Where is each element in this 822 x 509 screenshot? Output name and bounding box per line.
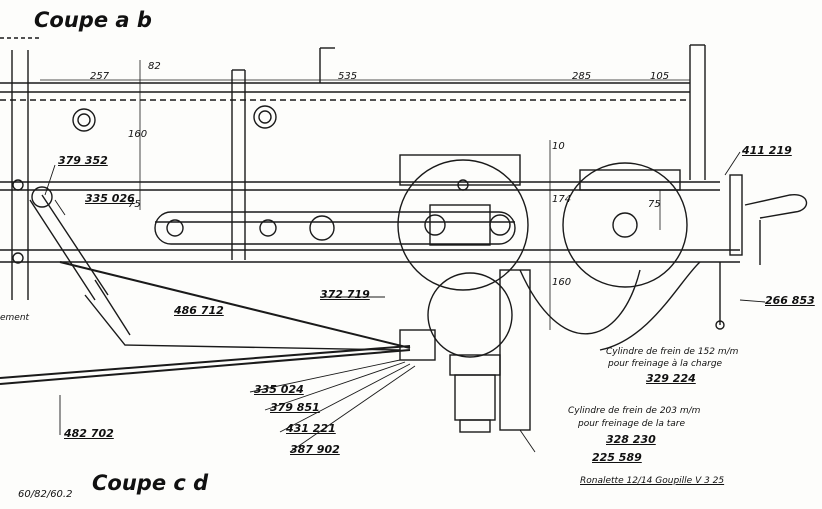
note-edge-left: ement xyxy=(0,313,30,323)
part-ref-482702: 482 702 xyxy=(64,427,114,440)
section-title-cd: Coupe c d xyxy=(92,471,209,495)
part-ref-266853: 266 853 xyxy=(765,294,815,307)
frame-holes xyxy=(12,105,277,264)
handwheel-handle xyxy=(715,174,808,330)
part-ref-486712: 486 712 xyxy=(174,304,224,317)
part-ref-379352: 379 352 xyxy=(58,154,108,167)
main-rod xyxy=(0,261,411,385)
dimension-82: 82 xyxy=(148,61,161,72)
note-cylinder-203-line2: pour freinage de la tare xyxy=(578,419,685,429)
part-ref-225589: 225 589 xyxy=(592,451,642,464)
dimension-535: 535 xyxy=(338,71,358,82)
frame-rails xyxy=(0,37,740,300)
dimension-105: 105 xyxy=(650,71,670,82)
dimension-75-left: 75 xyxy=(128,199,141,210)
part-ref-372719: 372 719 xyxy=(320,288,370,301)
dimension-lines xyxy=(40,60,690,330)
section-title-ab: Coupe a b xyxy=(34,8,152,32)
dimension-160-right: 160 xyxy=(552,277,572,288)
dimension-160-left: 160 xyxy=(128,129,148,140)
brake-linkage xyxy=(29,186,516,351)
part-ref-411219: 411 219 xyxy=(742,144,792,157)
note-cylinder-152-ref: 329 224 xyxy=(646,372,696,385)
dimension-174: 174 xyxy=(552,194,572,205)
part-ref-335024: 335 024 xyxy=(254,383,304,396)
dimension-10: 10 xyxy=(552,141,565,152)
part-ref-335026: 335 026 xyxy=(85,192,135,205)
note-cylinder-152-line1: Cylindre de frein de 152 m/m xyxy=(606,347,739,357)
footer-caption: Ronalette 12/14 Goupille V 3 25 xyxy=(580,476,725,486)
part-ref-379851: 379 851 xyxy=(270,401,320,414)
note-cylinder-203-line1: Cylindre de frein de 203 m/m xyxy=(568,406,701,416)
brake-drums xyxy=(397,154,688,291)
brake-cylinder xyxy=(399,261,701,433)
leader-lines xyxy=(44,151,766,453)
note-cylinder-203-ref: 328 230 xyxy=(606,433,656,446)
dimension-257: 257 xyxy=(90,71,110,82)
dimension-75-right: 75 xyxy=(648,199,661,210)
note-cylinder-152-line2: pour freinage à la charge xyxy=(608,359,723,369)
part-ref-387902: 387 902 xyxy=(290,443,340,456)
dimension-285: 285 xyxy=(572,71,592,82)
part-ref-431221: 431 221 xyxy=(286,422,336,435)
handwritten-number: 60/82/60.2 xyxy=(18,489,73,500)
